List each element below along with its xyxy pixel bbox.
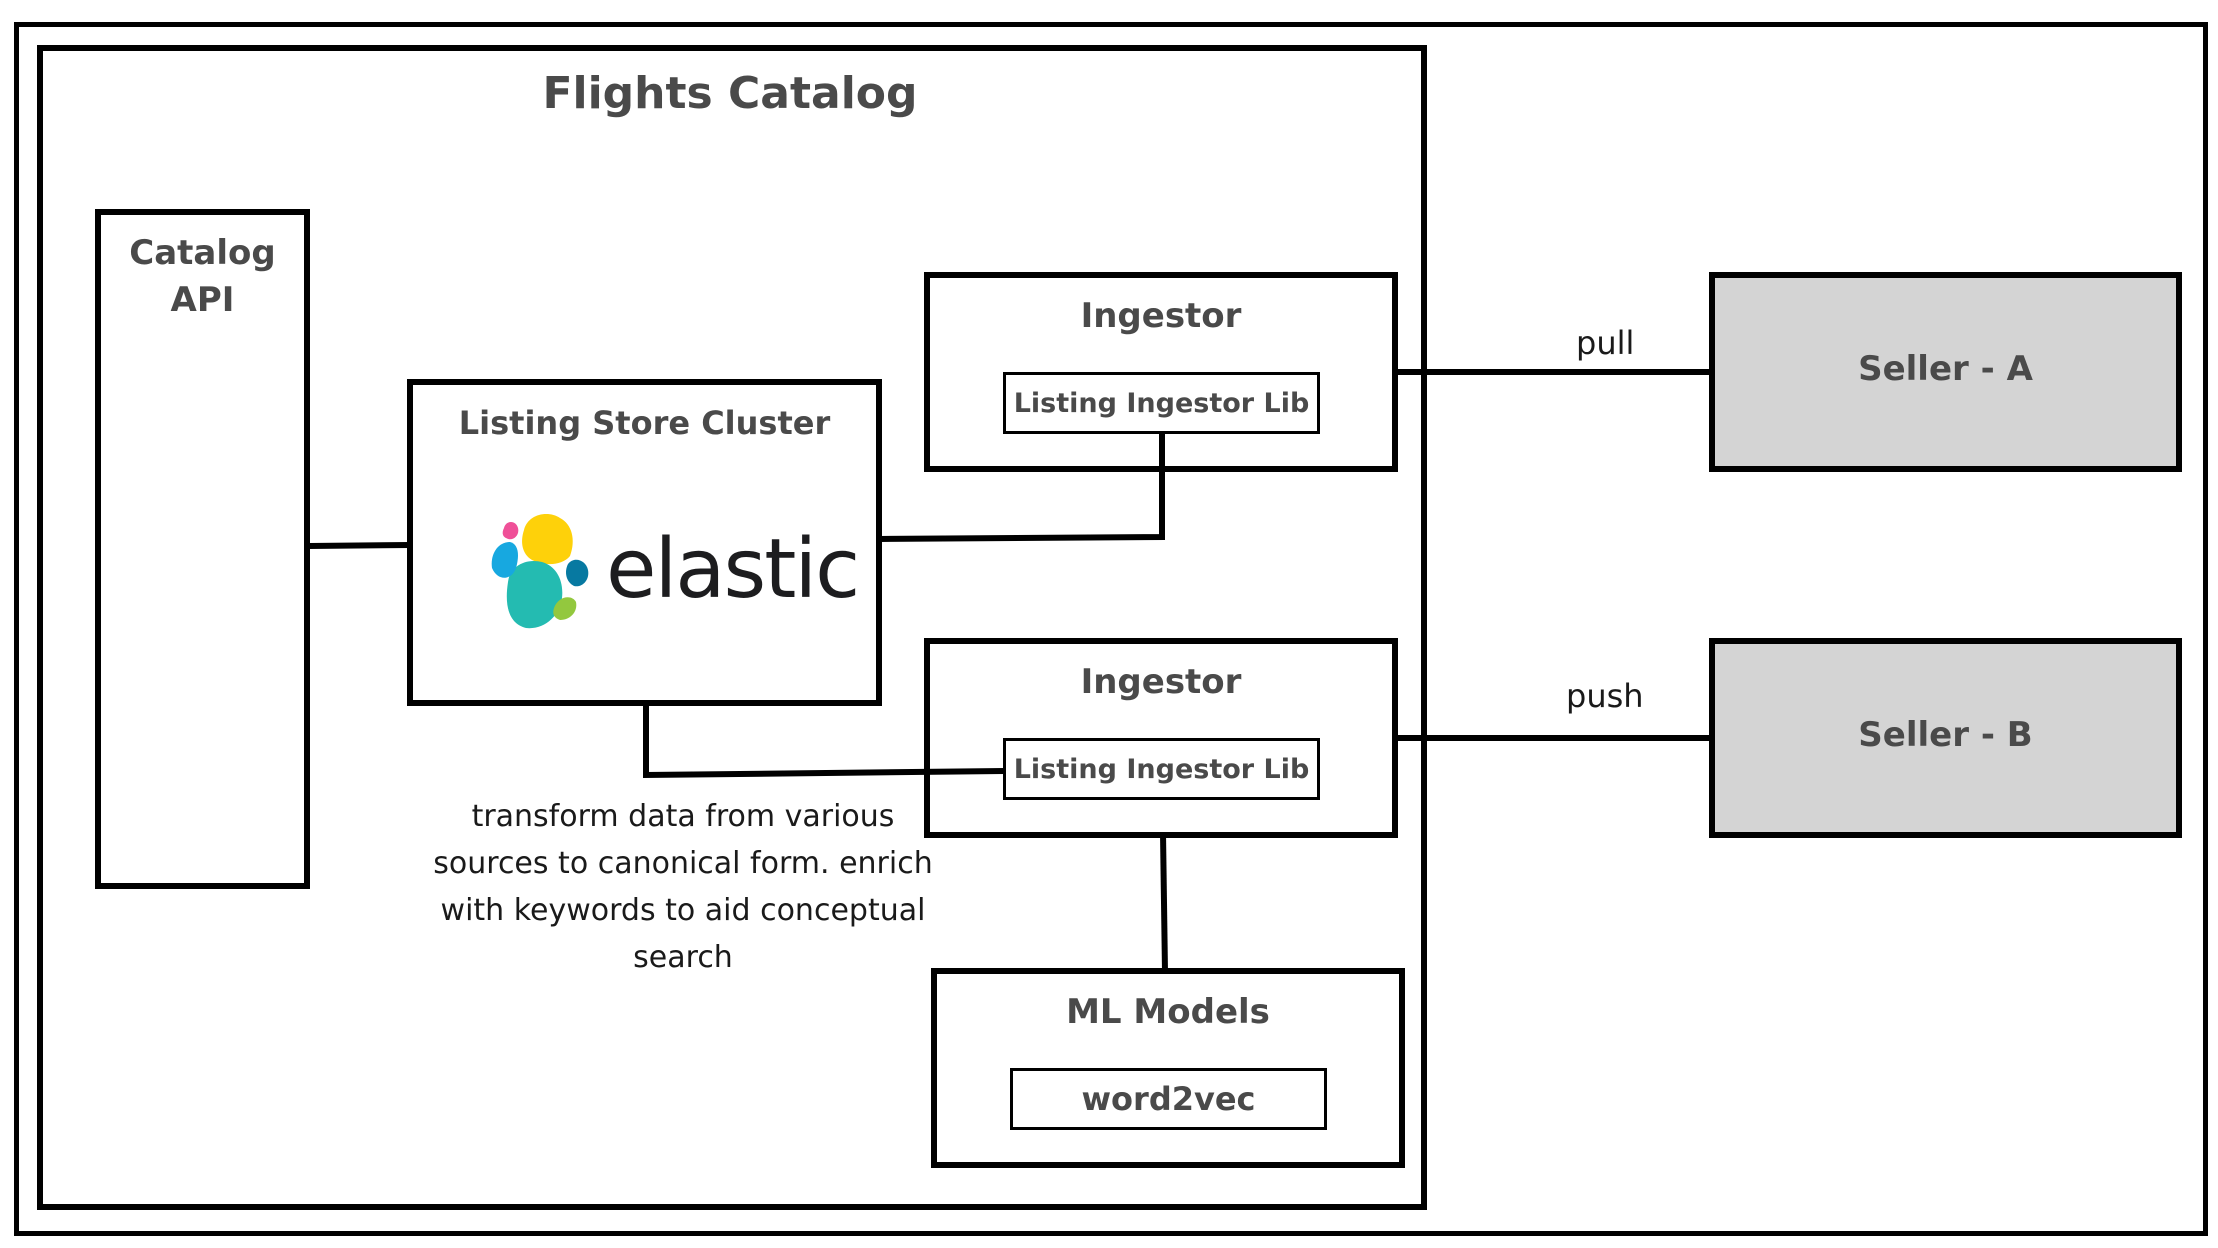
ml-models-box	[931, 968, 1405, 1168]
ml-models-label: ML Models	[1066, 992, 1270, 1032]
word2vec-box: word2vec	[1010, 1068, 1327, 1130]
push-edge-label: push	[1566, 677, 1644, 715]
catalog-api-box	[95, 209, 310, 889]
transform-note: transform data from various sources to c…	[433, 799, 933, 975]
catalog-api-label: Catalog API	[129, 233, 276, 320]
elastic-yellow-blob	[522, 514, 573, 565]
elastic-logo-text: elastic	[606, 522, 860, 617]
seller-b-box	[1709, 638, 2182, 838]
listing-ingestor-lib-a: Listing Ingestor Lib	[1003, 372, 1320, 434]
elastic-logo-icon	[491, 514, 589, 629]
elastic-darkblue-blob	[566, 559, 589, 587]
flights-catalog-boundary	[37, 45, 1427, 1210]
elastic-green-blob	[553, 597, 577, 620]
listing-store-cluster-box	[407, 379, 882, 706]
outer-frame	[14, 22, 2208, 1236]
seller-b-label: Seller - B	[1858, 715, 2033, 755]
pull-edge-label: pull	[1576, 324, 1635, 362]
elastic-blue-blob	[491, 542, 518, 578]
seller-a-label: Seller - A	[1858, 349, 2033, 389]
elastic-teal-blob	[506, 560, 563, 629]
listing-ingestor-lib-b: Listing Ingestor Lib	[1003, 738, 1320, 800]
elastic-pink-blob	[502, 522, 519, 540]
seller-a-box	[1709, 272, 2182, 472]
ingestor-b-label: Ingestor	[1080, 662, 1242, 702]
ingestor-b-box	[924, 638, 1398, 838]
listing-store-cluster-label: Listing Store Cluster	[458, 404, 831, 442]
diagram-title: Flights Catalog	[542, 68, 918, 119]
ingestor-a-box	[924, 272, 1398, 472]
ingestor-a-label: Ingestor	[1080, 296, 1242, 336]
